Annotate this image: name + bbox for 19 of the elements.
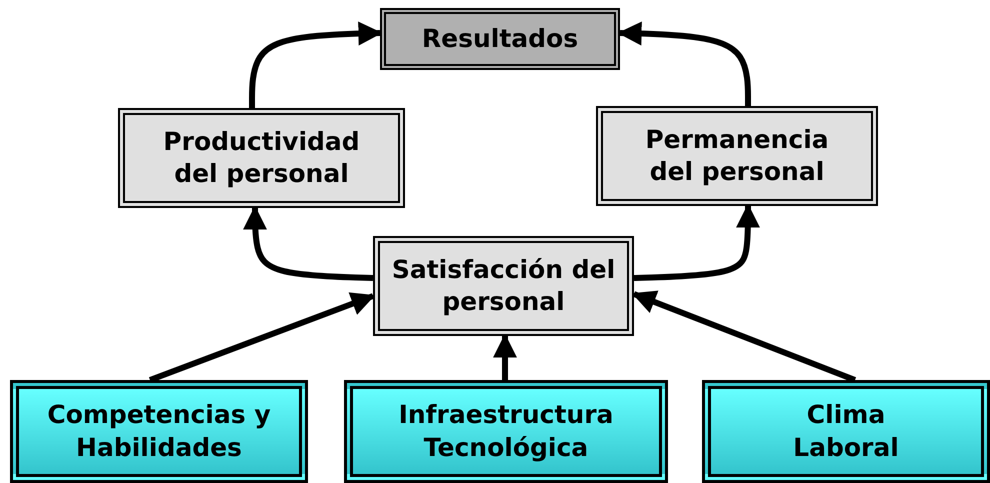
- process-box: [380, 8, 620, 70]
- box-label: Competencias y Habilidades: [46, 399, 272, 464]
- process-box: [10, 380, 308, 483]
- process-box: [344, 380, 668, 483]
- arrow: [249, 22, 382, 108]
- process-box: [702, 380, 990, 483]
- process-box: [596, 106, 878, 206]
- box-label: Productividad del personal: [162, 126, 361, 190]
- box-label: Satisfacción del personal: [391, 254, 616, 318]
- process-box: [118, 108, 405, 208]
- arrow: [148, 292, 376, 383]
- arrow: [634, 204, 760, 281]
- box-label: Permanencia del personal: [644, 124, 830, 188]
- process-box: [373, 236, 634, 336]
- box-label: Resultados: [422, 22, 578, 55]
- arrow: [243, 206, 374, 281]
- box-label: Infraestructura Tecnológica: [398, 399, 614, 464]
- arrow: [493, 334, 517, 380]
- box-label: Clima Laboral: [792, 399, 900, 464]
